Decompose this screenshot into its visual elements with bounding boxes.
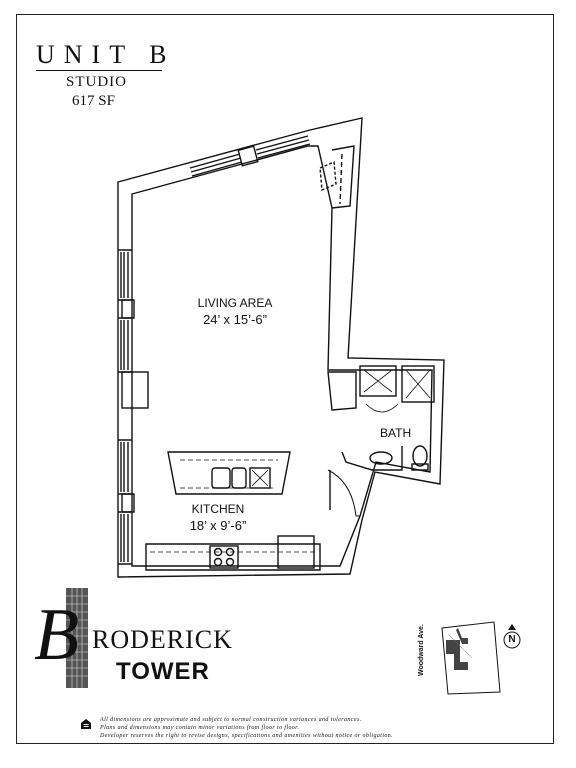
equal-housing-icon — [81, 719, 91, 729]
logo-name-bottom: TOWER — [116, 658, 210, 685]
sink — [369, 451, 393, 465]
burner-2 — [225, 547, 235, 557]
window-left-1 — [118, 249, 132, 301]
dishwasher — [249, 467, 271, 489]
kitchen-island — [167, 451, 291, 495]
kitchen-name: KITCHEN — [191, 502, 245, 516]
window-left-2 — [118, 317, 132, 373]
column-1 — [121, 299, 135, 319]
toilet-tank — [411, 463, 429, 471]
living-area-size: 24’ x 15’-6” — [203, 312, 267, 327]
bath-closet — [327, 371, 357, 411]
column-top — [237, 145, 259, 167]
column-2 — [121, 371, 149, 409]
shower-1-x — [363, 369, 393, 393]
living-area-label: LIVING AREA 24’ x 15’-6” — [180, 296, 290, 327]
disclaimer: All dimensions are approximate and subje… — [100, 716, 393, 740]
compass-label: N — [508, 634, 516, 645]
kitchen-label: KITCHEN 18’ x 9’-6” — [178, 502, 258, 533]
island-dash — [180, 459, 278, 489]
closet — [331, 145, 355, 209]
closet-rod — [339, 153, 343, 205]
burner-4 — [225, 557, 235, 567]
compass-north-icon — [503, 624, 521, 649]
kitchen-size: 18’ x 9’-6” — [189, 518, 247, 533]
bath-label: BATH — [380, 426, 412, 440]
shower-1 — [359, 365, 397, 397]
living-area-name: LIVING AREA — [197, 296, 273, 310]
title-rule — [36, 70, 162, 71]
column-3 — [121, 493, 135, 513]
unit-area: 617 SF — [72, 93, 115, 109]
inner-wall — [131, 145, 433, 567]
outer-wall — [117, 117, 445, 578]
window-left-4 — [118, 511, 132, 565]
unit-type: STUDIO — [66, 74, 127, 90]
window-top-1 — [189, 153, 243, 177]
disclaimer-line-1: All dimensions are approximate and subje… — [100, 717, 362, 723]
closet-door — [319, 160, 337, 192]
disclaimer-line-3: Developer reserves the right to revise d… — [100, 733, 394, 739]
disclaimer-line-2: Plans and dimensions may contain minor v… — [100, 725, 300, 731]
shower-2-x — [405, 369, 431, 399]
street-label: Woodward Ave. — [418, 624, 425, 676]
refrigerator — [277, 535, 315, 569]
island-sink-2 — [231, 467, 247, 489]
logo-name-top: RODERICK — [92, 625, 233, 654]
shower-2 — [401, 365, 435, 403]
page-frame — [16, 14, 554, 744]
kitchen-counter — [145, 543, 321, 571]
tower-logo-icon — [66, 588, 88, 688]
toilet — [412, 445, 428, 467]
bath-door-swing — [365, 403, 399, 413]
window-left-3 — [118, 439, 132, 495]
dishwasher-x — [251, 469, 269, 487]
vanity — [341, 446, 403, 471]
range — [209, 545, 239, 569]
island-sink-1 — [211, 467, 231, 489]
unit-title: UNIT B — [36, 40, 176, 69]
burner-1 — [213, 547, 223, 557]
logo-initial: B — [34, 594, 80, 676]
key-map — [441, 621, 501, 695]
burner-3 — [213, 557, 223, 567]
entry-door — [327, 469, 360, 517]
window-top-2 — [255, 135, 311, 159]
